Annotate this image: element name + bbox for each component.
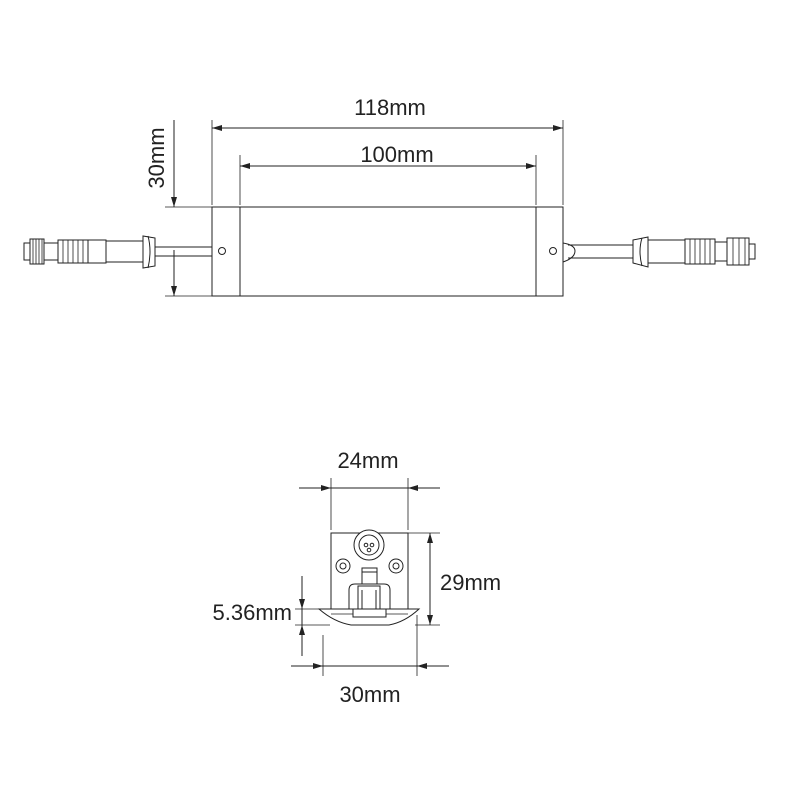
screw-hole-left [218,247,226,255]
body-length-label: 100mm [360,142,433,167]
left-cable-connector [23,235,212,269]
cable-exit [348,567,391,618]
connector-socket [353,529,385,561]
offset-label: 5.36mm [213,600,292,625]
height-label: 30mm [144,127,169,188]
end-view: 24mm 29mm 5.36mm 30mm [213,448,502,707]
mounting-screw-left [335,558,351,574]
end-height-label: 29mm [440,570,501,595]
base-width-label: 30mm [339,682,400,707]
mounting-screw-right [388,558,404,574]
top-view: 118mm 100mm 30mm [23,95,756,297]
width-label: 24mm [337,448,398,473]
right-cable-connector [562,236,756,268]
screw-hole-right [549,247,557,255]
driver-housing [211,206,564,297]
overall-length-label: 118mm [354,95,426,120]
